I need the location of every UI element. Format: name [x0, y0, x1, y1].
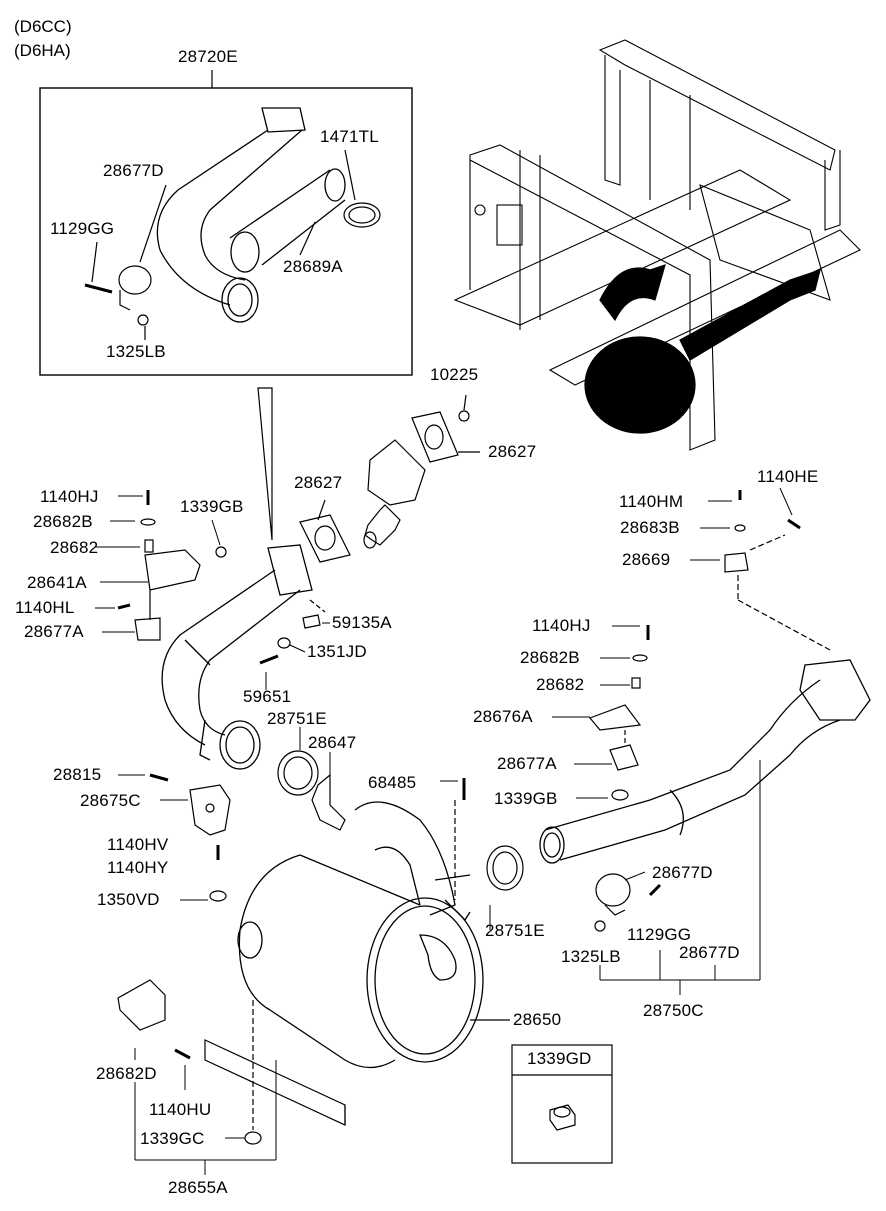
label-1351JD: 1351JD — [307, 642, 367, 661]
label-1325LB-right: 1325LB — [561, 947, 621, 966]
inset-pipe — [156, 107, 306, 323]
label-28751E-lower: 28751E — [485, 921, 545, 940]
inset-clamp-1471TL — [343, 202, 381, 228]
clamp-28751E-lower — [486, 845, 524, 891]
label-1140HU: 1140HU — [149, 1100, 212, 1119]
label-10225: 10225 — [430, 365, 479, 384]
label-28689A: 28689A — [283, 257, 343, 276]
label-28677D-right: 28677D — [652, 863, 713, 882]
label-28677D-inset: 28677D — [103, 161, 164, 180]
tail-pipe — [539, 659, 871, 864]
label-28675C: 28675C — [80, 791, 141, 810]
label-28627-upper: 28627 — [488, 442, 537, 461]
label-1140HY: 1140HY — [107, 858, 169, 877]
turbo-elbow — [363, 439, 426, 549]
label-28677A-left: 28677A — [24, 622, 84, 641]
label-68485: 68485 — [368, 773, 417, 792]
label-28682B-left: 28682B — [33, 512, 93, 531]
label-1471TL: 1471TL — [320, 127, 379, 146]
model-code-1: (D6CC) — [14, 17, 72, 36]
label-28720E: 28720E — [178, 47, 238, 66]
gasket-upper — [411, 411, 459, 463]
label-1339GC: 1339GC — [140, 1129, 205, 1148]
label-28682-left: 28682 — [50, 538, 99, 557]
model-code-2: (D6HA) — [14, 41, 71, 60]
label-28815: 28815 — [53, 765, 102, 784]
label-1129GG-right: 1129GG — [627, 925, 692, 944]
clamp-28751E-upper — [277, 750, 319, 796]
installed-exhaust — [584, 264, 821, 434]
nut-10225 — [458, 410, 470, 422]
inset-tube-28689A — [229, 168, 346, 273]
label-28655A: 28655A — [168, 1178, 228, 1197]
label-28669: 28669 — [622, 550, 671, 569]
label-28682D: 28682D — [96, 1064, 157, 1083]
label-1339GB-left: 1339GB — [180, 497, 244, 516]
front-exhaust-pipe — [161, 544, 313, 770]
label-1129GG-inset: 1129GG — [50, 219, 115, 238]
label-1140HV: 1140HV — [107, 835, 169, 854]
inset-frame — [39, 87, 413, 376]
label-28751E-upper: 28751E — [267, 709, 327, 728]
gasket-lower — [299, 514, 351, 563]
label-28641A: 28641A — [27, 573, 87, 592]
truck-frame — [453, 39, 861, 451]
label-28677D-lower: 28677D — [679, 943, 740, 962]
muffler-28650 — [237, 801, 484, 1069]
label-1339GB-right: 1339GB — [494, 789, 558, 808]
label-1140HE: 1140HE — [757, 467, 819, 486]
label-28683B: 28683B — [620, 518, 680, 537]
label-1325LB-inset: 1325LB — [106, 342, 166, 361]
label-1140HJ-left: 1140HJ — [40, 487, 99, 506]
label-28650: 28650 — [513, 1010, 562, 1029]
label-1339GD: 1339GD — [527, 1049, 592, 1068]
label-28682B-right: 28682B — [520, 648, 580, 667]
label-1140HJ-right: 1140HJ — [532, 616, 591, 635]
label-28676A: 28676A — [473, 707, 533, 726]
label-59135A: 59135A — [332, 613, 392, 632]
label-1350VD: 1350VD — [97, 890, 160, 909]
label-28677A-right: 28677A — [497, 754, 557, 773]
label-28627-lower: 28627 — [294, 473, 343, 492]
label-28682-right: 28682 — [536, 675, 585, 694]
label-59651: 59651 — [243, 687, 292, 706]
label-28750C: 28750C — [643, 1001, 704, 1020]
label-28647: 28647 — [308, 733, 357, 752]
inset-1339GD — [511, 1044, 613, 1164]
inset-clamp-28677D — [118, 265, 152, 311]
label-1140HM: 1140HM — [619, 492, 684, 511]
label-1140HL: 1140HL — [15, 598, 75, 617]
